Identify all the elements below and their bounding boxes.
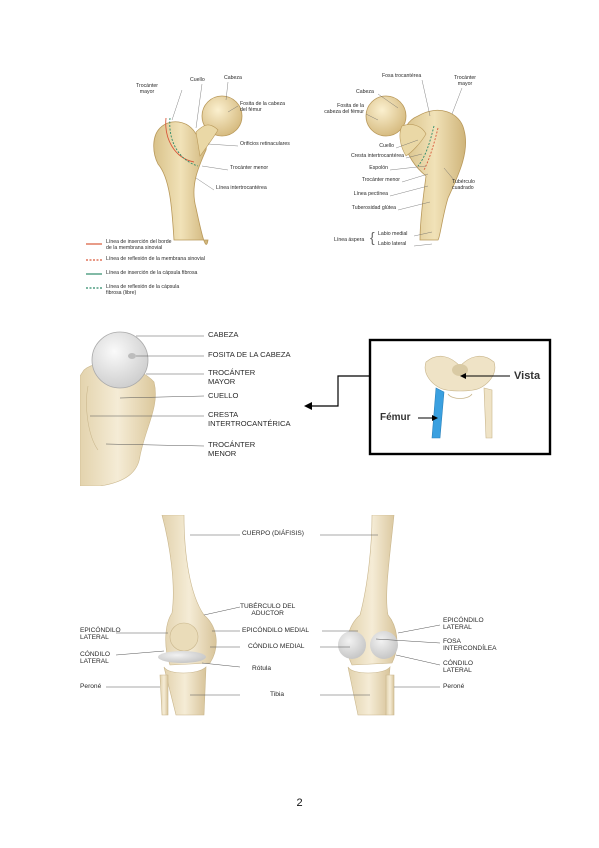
label-labio-medial: Labio medial	[378, 231, 408, 237]
anterior-distal-femur-drawing	[158, 514, 217, 716]
label-vista: Vista	[514, 370, 541, 382]
label-tuberculo-cuadrado: Tubérculo cuadrado	[452, 179, 475, 191]
label-fosa-intercondilea: FOSA INTERCONDÍLEA	[443, 638, 497, 653]
head-leader-lines	[90, 335, 205, 447]
anterior-femur-drawing	[153, 95, 243, 245]
label-trocanter-mayor-posterior: Trocánter mayor	[454, 75, 477, 87]
label-cabeza-closeup: CABEZA	[208, 330, 239, 339]
distal-femur-illustration	[106, 514, 441, 716]
label-cresta-intertrocanterea: Cresta intertrocantérea	[350, 153, 404, 159]
label-orificios: Orificios retinaculares	[240, 141, 290, 147]
label-femur-inset: Fémur	[380, 412, 411, 423]
label-espolon: Espolón	[369, 165, 388, 171]
label-trocanter-menor-posterior: Trocánter menor	[361, 177, 400, 183]
label-cuello-closeup: CUELLO	[208, 391, 239, 400]
label-cuello-posterior: Cuello	[379, 143, 394, 149]
label-trocanter-menor-closeup: TROCÁNTER MENOR	[208, 440, 256, 458]
label-perone-right: Peroné	[443, 683, 465, 690]
label-tuberculo-aductor: TUBÉRCULO DEL ADUCTOR	[240, 603, 296, 618]
label-rotula: Rótula	[252, 665, 272, 672]
legend-swatches	[86, 243, 102, 289]
femur-head-illustration	[79, 331, 552, 487]
page-number: 2	[296, 797, 303, 809]
label-trocanter-mayor-anterior: Trocánter mayor	[136, 83, 159, 95]
figure-proximal-femur: Trocánter mayor Cuello Cabeza Fosita de …	[78, 68, 528, 318]
inset-frame	[368, 338, 552, 456]
label-trocanter-mayor-closeup: TROCÁNTER MAYOR	[208, 368, 256, 386]
label-linea-aspera: Línea áspera	[334, 237, 365, 243]
posterior-femur-drawing	[365, 95, 466, 241]
label-perone-left: Peroné	[80, 683, 102, 690]
posterior-leader-lines	[365, 79, 463, 247]
label-linea-intertrocanterea: Línea intertrocantérea	[216, 185, 267, 191]
label-tibia: Tibia	[270, 691, 285, 698]
figure-distal-femur: CUERPO (DIÁFISIS) TUBÉRCULO DEL ADUCTOR …	[80, 514, 540, 725]
arrow-from-inset	[310, 375, 372, 407]
proximal-femur-illustration	[86, 79, 466, 289]
label-epicondilo-medial: EPICÓNDILO MEDIAL	[242, 627, 310, 634]
label-condilo-lateral-left: CÓNDILO LATERAL	[80, 651, 111, 666]
label-fosita-anterior: Fosita de la cabeza del fémur	[240, 101, 285, 113]
label-labio-lateral: Labio lateral	[378, 241, 407, 247]
label-cabeza-posterior: Cabeza	[356, 89, 374, 95]
distal-leader-lines	[106, 534, 441, 696]
legend-item-4: Línea de reflexión de la cápsula fibrosa…	[106, 284, 180, 296]
inset-pelvis-drawing	[424, 355, 496, 439]
label-cresta-closeup: CRESTA INTERTROCANTÉRICA	[208, 410, 291, 428]
label-brace: {	[370, 229, 375, 245]
label-condilo-medial: CÓNDILO MEDIAL	[248, 643, 305, 650]
label-epicondilo-lateral-right: EPICÓNDILO LATERAL	[443, 617, 484, 632]
label-tuberosidad-glutea: Tuberosidad glútea	[351, 205, 396, 211]
label-fosita-closeup: FOSITA DE LA CABEZA	[208, 350, 291, 359]
figure-femur-head: CABEZA FOSITA DE LA CABEZA TROCÁNTER MAY…	[79, 326, 560, 487]
posterior-distal-femur-drawing	[338, 514, 398, 716]
label-fosa-trocanterea: Fosa trocantérea	[382, 73, 422, 79]
label-trocanter-menor-anterior: Trocánter menor	[230, 165, 269, 171]
label-condilo-lateral-right: CÓNDILO LATERAL	[443, 660, 474, 675]
arrow-head	[304, 402, 312, 410]
label-cuerpo: CUERPO (DIÁFISIS)	[242, 530, 304, 537]
anterior-leader-lines	[171, 81, 239, 191]
label-cabeza-anterior: Cabeza	[224, 75, 242, 81]
label-linea-pectinea: Línea pectínea	[353, 191, 388, 197]
label-epicondilo-lateral-left: EPICÓNDILO LATERAL	[80, 627, 121, 642]
legend-item-1: Línea de inserción del borde de la membr…	[106, 239, 172, 251]
legend-item-2: Línea de reflexión de la membrana sinovi…	[106, 256, 205, 262]
legend-item-3: Línea de inserción de la cápsula fibrosa	[106, 270, 198, 276]
label-cuello-anterior: Cuello	[190, 77, 205, 83]
label-fosita-posterior: Fosita de la cabeza del fémur	[324, 103, 364, 115]
